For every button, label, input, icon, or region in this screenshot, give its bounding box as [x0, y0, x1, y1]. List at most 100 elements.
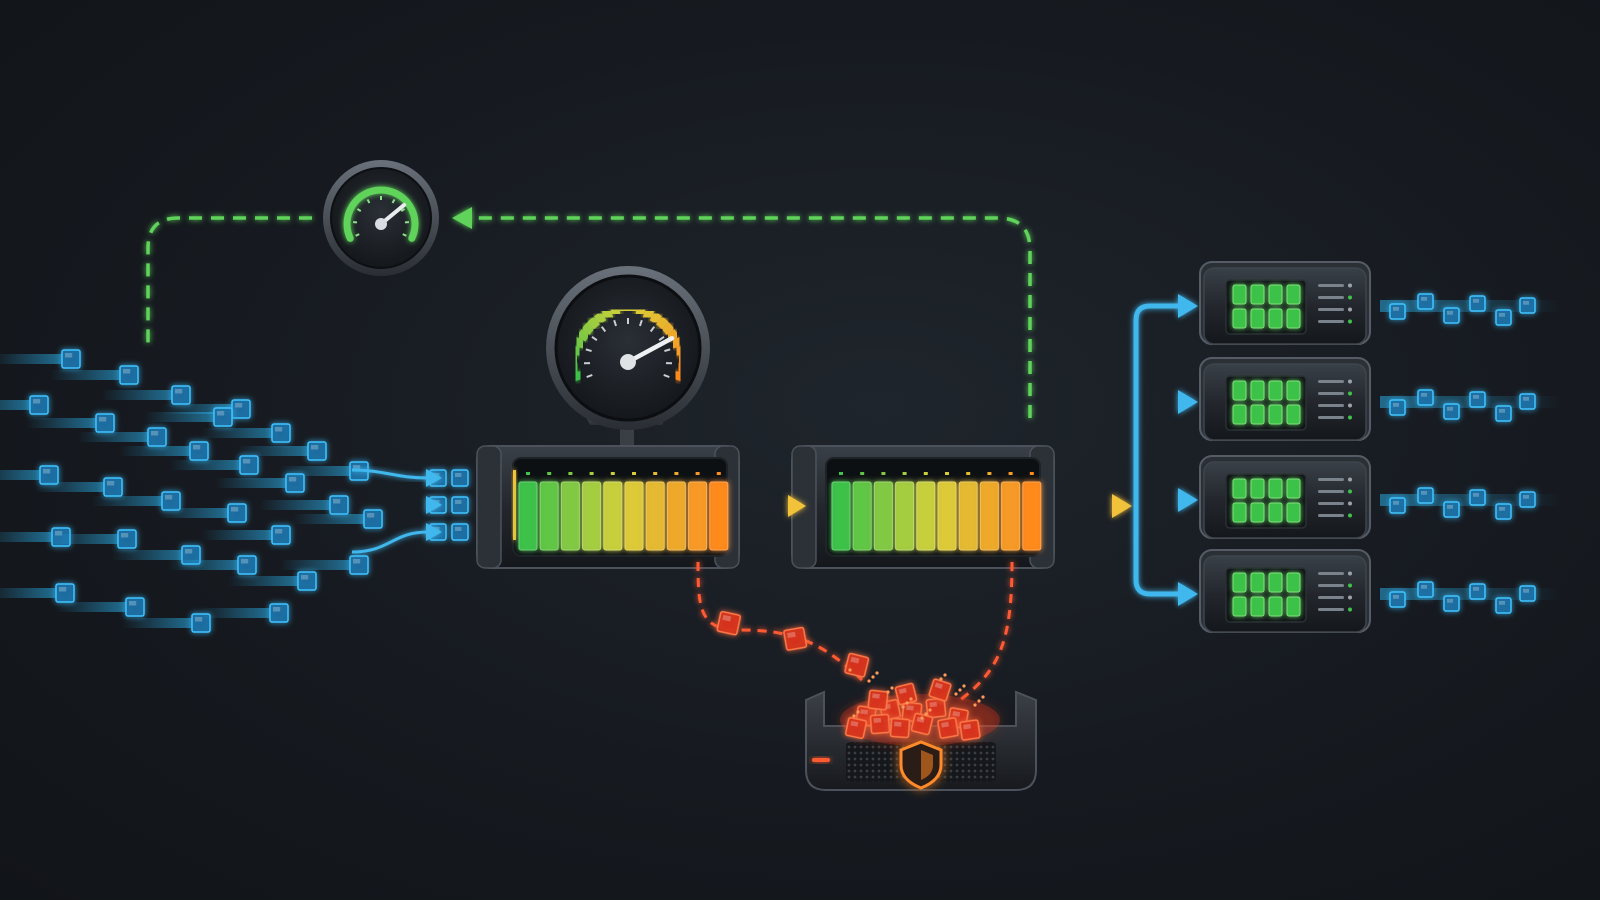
server-drive-light: [1268, 502, 1283, 523]
gauge-tick: [591, 335, 598, 342]
packet-motion-streak: [202, 530, 272, 540]
packet-cube: [171, 385, 191, 405]
server-status-led: [1348, 571, 1352, 576]
buffer-cell: [666, 481, 686, 551]
spark: [875, 671, 879, 675]
buffer-cell: [645, 481, 665, 551]
packet-cube: [1519, 491, 1536, 508]
packet-motion-streak: [158, 508, 228, 518]
gauge-arc-segment: [635, 305, 646, 318]
packet-cube: [271, 423, 291, 443]
packet-motion-streak: [162, 404, 232, 414]
shield-icon: [899, 740, 943, 790]
dropped-packet-cube: [869, 713, 891, 735]
buffer-cell-marker: [1008, 472, 1013, 475]
server-drive-light: [1250, 478, 1265, 499]
buffer-cell: [539, 481, 559, 551]
server-drive-light: [1232, 502, 1247, 523]
server-status-led: [1348, 583, 1352, 588]
buffer-cell-marker: [966, 472, 971, 475]
packet-motion-streak: [26, 418, 96, 428]
server-vent: [1318, 416, 1344, 419]
packet-motion-streak: [0, 588, 56, 598]
buffer-cell-marker: [568, 472, 573, 475]
feedback-loop: [146, 207, 1032, 418]
gauge-arc-segment: [670, 337, 683, 349]
spark: [871, 675, 875, 679]
packet-motion-streak: [0, 532, 52, 542]
small-speedometer-icon: [323, 160, 439, 276]
gauge-tick: [639, 319, 643, 327]
packet-cube: [1519, 297, 1536, 314]
feedback-arrowhead: [452, 207, 472, 229]
outgoing-packet-row: [1380, 389, 1560, 422]
packet-cube: [1469, 583, 1486, 600]
server-vent: [1318, 514, 1344, 517]
gauge-tick: [355, 233, 360, 237]
server-drive-light: [1250, 380, 1265, 401]
server-drive-light: [1286, 308, 1301, 329]
buffer-cell-marker: [610, 472, 615, 475]
server-drive-light: [1286, 596, 1301, 617]
rate-limit-buffer-2: [791, 445, 1055, 569]
buffer-cell-marker: [547, 472, 552, 475]
server-drive-light: [1250, 596, 1265, 617]
packet-cube: [307, 441, 327, 461]
packet-cube: [1417, 487, 1434, 504]
packet-motion-streak: [280, 466, 350, 476]
gauge-arc-segment: [672, 345, 685, 356]
server-drive-light: [1250, 308, 1265, 329]
dropped-packet-cube: [844, 716, 868, 740]
buffer-cell-marker: [1029, 472, 1034, 475]
server-1: [1199, 261, 1371, 345]
packet-cube: [103, 477, 123, 497]
server-drive-light: [1268, 478, 1283, 499]
gauge-tick: [366, 198, 371, 204]
server-drive-light: [1286, 478, 1301, 499]
dropped-packet-cube: [844, 652, 870, 678]
server-drive-light: [1268, 380, 1283, 401]
load-distribution-lines: [1133, 294, 1198, 606]
buffer-cell-marker: [674, 472, 679, 475]
main-gauge-ticks: [583, 318, 673, 378]
packet-motion-streak: [144, 412, 214, 422]
packet-cube: [1495, 309, 1512, 326]
queued-packet-cube: [451, 523, 469, 541]
server-vent: [1318, 572, 1344, 575]
packet-cube: [1443, 403, 1460, 420]
dropped-packets-in-flight: [716, 610, 870, 678]
server-drive-light: [1286, 572, 1301, 593]
gauge-tick: [663, 374, 670, 378]
server-status-led: [1348, 283, 1352, 288]
packet-cube: [147, 427, 167, 447]
gauge-arc-segment: [601, 307, 614, 321]
outgoing-packet-row: [1380, 581, 1560, 614]
server-3: [1199, 455, 1371, 539]
packet-motion-streak: [238, 446, 308, 456]
dropped-packet-cube: [889, 717, 911, 739]
server-vent: [1318, 308, 1344, 311]
server-drive-light: [1250, 404, 1265, 425]
packet-cube: [39, 465, 59, 485]
packet-motion-streak: [168, 560, 238, 570]
gauge-arc-segment: [666, 329, 680, 342]
server-status-led: [1348, 477, 1352, 482]
server-vent: [1318, 502, 1344, 505]
gauge-arc-segment: [572, 370, 584, 382]
packet-cube: [271, 525, 291, 545]
packet-cube: [1443, 501, 1460, 518]
packet-cube: [297, 571, 317, 591]
server-drive-light: [1232, 380, 1247, 401]
gauge-arc-segment: [610, 305, 621, 318]
buffer-cell-marker: [987, 472, 992, 475]
packet-cube: [329, 495, 349, 515]
gauge-tick: [356, 208, 362, 212]
packet-motion-streak: [78, 432, 148, 442]
buffer-cell-marker: [632, 472, 636, 475]
spark: [977, 699, 981, 703]
buffer-cell: [831, 481, 851, 551]
packet-cube: [1417, 293, 1434, 310]
packet-motion-streak: [294, 514, 364, 524]
server-status-led: [1348, 595, 1352, 600]
gauge-arc-segment: [627, 305, 638, 316]
